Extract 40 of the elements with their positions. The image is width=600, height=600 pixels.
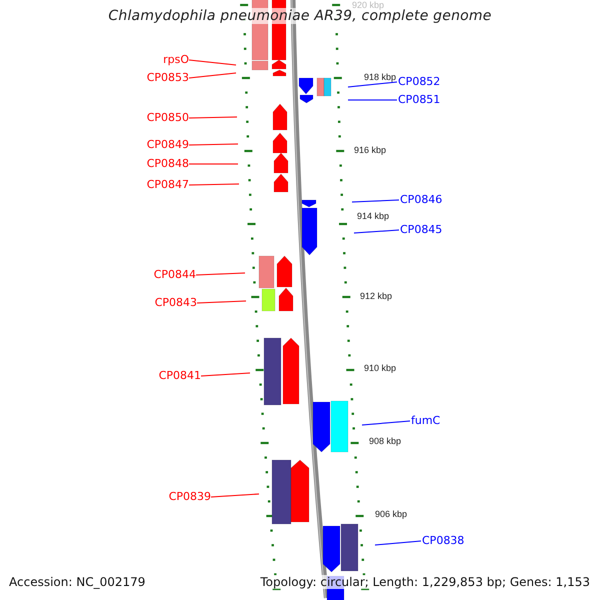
leader-line — [196, 300, 246, 304]
leader-line — [188, 144, 238, 146]
scale-label: 916 kbp — [354, 145, 386, 156]
gene-label: CP0849 — [146, 138, 189, 151]
scale-label: 918 kbp — [364, 72, 396, 83]
gene-label: CP0845 — [400, 223, 442, 236]
leader-line — [200, 372, 250, 376]
leader-line — [374, 540, 422, 546]
leader-line — [188, 72, 236, 78]
gene-label: CP0844 — [154, 268, 196, 281]
gene-label: CP0846 — [400, 193, 442, 206]
leader-line — [348, 82, 398, 88]
gene-label: rpsO — [163, 53, 189, 66]
leader-line — [188, 60, 236, 66]
scale-label: 920 kbp — [352, 0, 384, 10]
leader-line — [210, 494, 260, 498]
scale-label: 914 kbp — [357, 211, 390, 222]
gene-label: CP0838 — [422, 534, 464, 547]
gene-label: fumC — [411, 414, 440, 427]
gene-label: CP0841 — [158, 369, 201, 382]
gene-label: CP0850 — [146, 111, 189, 124]
gene-label: CP0848 — [146, 157, 189, 170]
gene-label: CP0852 — [398, 75, 440, 88]
scale-label: 910 kbp — [364, 363, 396, 374]
leader-line — [188, 184, 240, 186]
footer-note: Topology: circular; Length: 1,229,853 bp; Genes: 1,153 — [260, 575, 590, 589]
scale-label: 908 kbp — [369, 436, 402, 447]
leader-line — [188, 116, 238, 118]
gene-label: CP0851 — [398, 93, 440, 106]
gene-label: CP0839 — [168, 490, 211, 503]
footer-note: Accession: NC_002179 — [9, 575, 146, 589]
gene-label: CP0847 — [146, 178, 189, 191]
leader-line — [352, 200, 400, 202]
scale-label: 906 kbp — [375, 509, 408, 520]
gene-label: CP0843 — [154, 296, 197, 309]
scale-label: 912 kbp — [360, 291, 392, 302]
leader-line — [362, 420, 410, 426]
leader-line — [196, 272, 246, 276]
gene-label: CP0853 — [146, 71, 189, 84]
leader-line — [354, 230, 400, 234]
